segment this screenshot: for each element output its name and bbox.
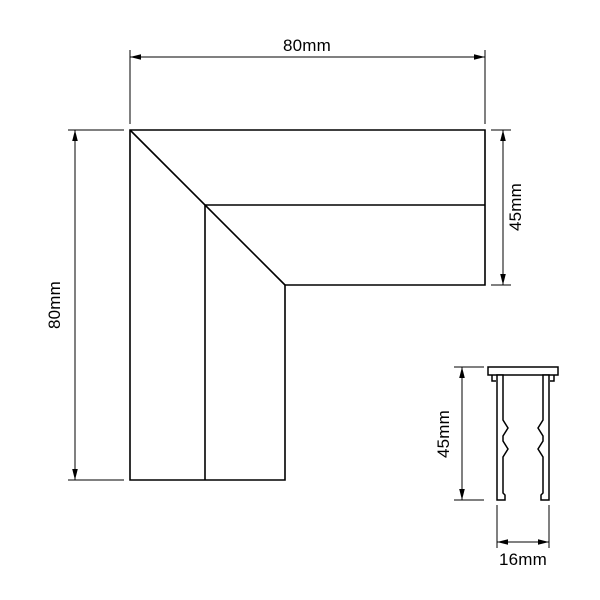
right-arm-label: 45mm [506, 183, 525, 231]
section-cap [487, 366, 559, 376]
section-width-label: 16mm [499, 550, 547, 569]
left-height-dimension: 80mm [45, 129, 124, 481]
section-left-wall [496, 374, 509, 501]
section-height-label: 45mm [434, 410, 453, 458]
arrowhead-top [459, 367, 465, 378]
miter-line [129, 129, 286, 286]
arrowhead-right [538, 539, 549, 545]
arrowhead-bottom [72, 469, 78, 480]
corner-profile [129, 129, 486, 481]
section-right-lip [550, 375, 555, 382]
section-width-dimension: 16mm [496, 505, 550, 569]
arrowhead-bottom [500, 274, 506, 285]
section-left-lip [491, 375, 496, 382]
arrowhead-bottom [459, 489, 465, 500]
arrowhead-right [474, 54, 485, 60]
arrowhead-left [130, 54, 141, 60]
top-width-label: 80mm [283, 36, 331, 55]
left-height-label: 80mm [45, 281, 64, 329]
arrowhead-top [500, 130, 506, 141]
top-width-dimension: 80mm [129, 36, 486, 124]
section-right-wall [537, 374, 550, 501]
arrowhead-top [72, 130, 78, 141]
right-arm-dimension: 45mm [491, 129, 525, 286]
profile-cross-section [487, 366, 559, 501]
arrowhead-left [497, 539, 508, 545]
section-height-dimension: 45mm [434, 366, 484, 501]
